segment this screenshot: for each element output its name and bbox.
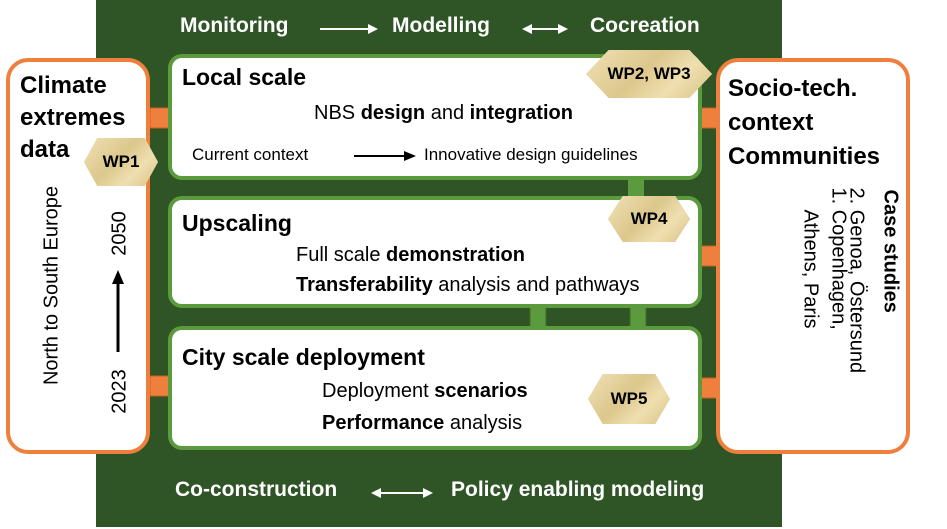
climate-title: Climate extremes data — [20, 70, 125, 166]
year-end: 2050 — [108, 211, 131, 256]
region-label: North to South Europe — [40, 186, 63, 386]
upscaling-line-2: Transferability analysis and pathways — [296, 274, 640, 297]
cocreation-label: Cocreation — [590, 14, 700, 37]
wp4-badge: WP4 — [608, 196, 690, 242]
climate-title-line-1: Climate — [20, 72, 107, 99]
city-scale-panel: City scale deployment Deployment scenari… — [168, 326, 702, 450]
current-context-label: Current context — [192, 145, 309, 164]
double-arrow-icon — [371, 488, 433, 498]
scenarios-text: scenarios — [434, 380, 528, 402]
bottom-flow: Co-construction Policy enabling modeling — [175, 478, 755, 506]
case-studies-wrap: Case studies — [760, 190, 947, 334]
socio-tech-panel: Socio-tech. context Communities 2. Genoa… — [716, 58, 910, 454]
wp5-badge: WP5 — [588, 374, 670, 424]
climate-data-panel: Climate extremes data North to South Eur… — [6, 58, 150, 454]
upscaling-line-1: Full scale demonstration — [296, 244, 525, 267]
wp2-wp3-badge: WP2, WP3 — [586, 50, 712, 98]
transferability-text: Transferability — [296, 274, 433, 296]
right-arrow-icon — [320, 24, 378, 34]
and-text: and — [425, 102, 470, 124]
year-end-wrap: 2050 — [90, 211, 150, 256]
climate-title-line-2: extremes — [20, 104, 126, 131]
right-arrow-icon — [354, 151, 416, 161]
monitoring-label: Monitoring — [180, 14, 289, 37]
climate-title-line-3: data — [20, 136, 70, 163]
policy-label: Policy enabling modeling — [451, 478, 705, 501]
top-flow: Monitoring Modelling Cocreation — [180, 14, 740, 42]
nbs-text: NBS — [314, 102, 361, 124]
year-start: 2023 — [108, 369, 131, 414]
coconstruction-label: Co-construction — [175, 478, 338, 501]
local-scale-title: Local scale — [182, 64, 307, 90]
year-start-wrap: 2023 — [90, 369, 150, 414]
socio-title-line-2: context — [728, 109, 814, 136]
double-arrow-icon — [522, 24, 568, 34]
deployment-text: Deployment — [322, 380, 435, 402]
innovative-guidelines-label: Innovative design guidelines — [424, 145, 638, 164]
local-scale-panel: Local scale NBS design and integration C… — [168, 54, 702, 180]
wp1-badge: WP1 — [84, 138, 158, 186]
region-label-wrap: North to South Europe — [0, 186, 182, 385]
full-scale-text: Full scale — [296, 244, 387, 266]
up-arrow-icon — [112, 270, 124, 352]
local-scale-line: NBS design and integration — [314, 102, 573, 125]
socio-title: Socio-tech. context Communities — [728, 72, 880, 174]
demonstration-text: demonstration — [386, 244, 525, 266]
design-text: design — [360, 102, 426, 124]
performance-text: Performance — [322, 412, 445, 434]
socio-title-line-3: Communities — [728, 143, 881, 170]
analysis-text: analysis — [444, 412, 523, 434]
upscaling-title: Upscaling — [182, 210, 292, 236]
city-scale-line-2: Performance analysis — [322, 412, 522, 435]
socio-title-line-1: Socio-tech. — [728, 75, 858, 102]
city-scale-title: City scale deployment — [182, 344, 425, 370]
integration-text: integration — [469, 102, 573, 124]
analysis-pathways-text: analysis and pathways — [432, 274, 640, 296]
city-scale-line-1: Deployment scenarios — [322, 380, 528, 403]
modelling-label: Modelling — [392, 14, 490, 37]
case-studies-label: Case studies — [879, 189, 902, 313]
